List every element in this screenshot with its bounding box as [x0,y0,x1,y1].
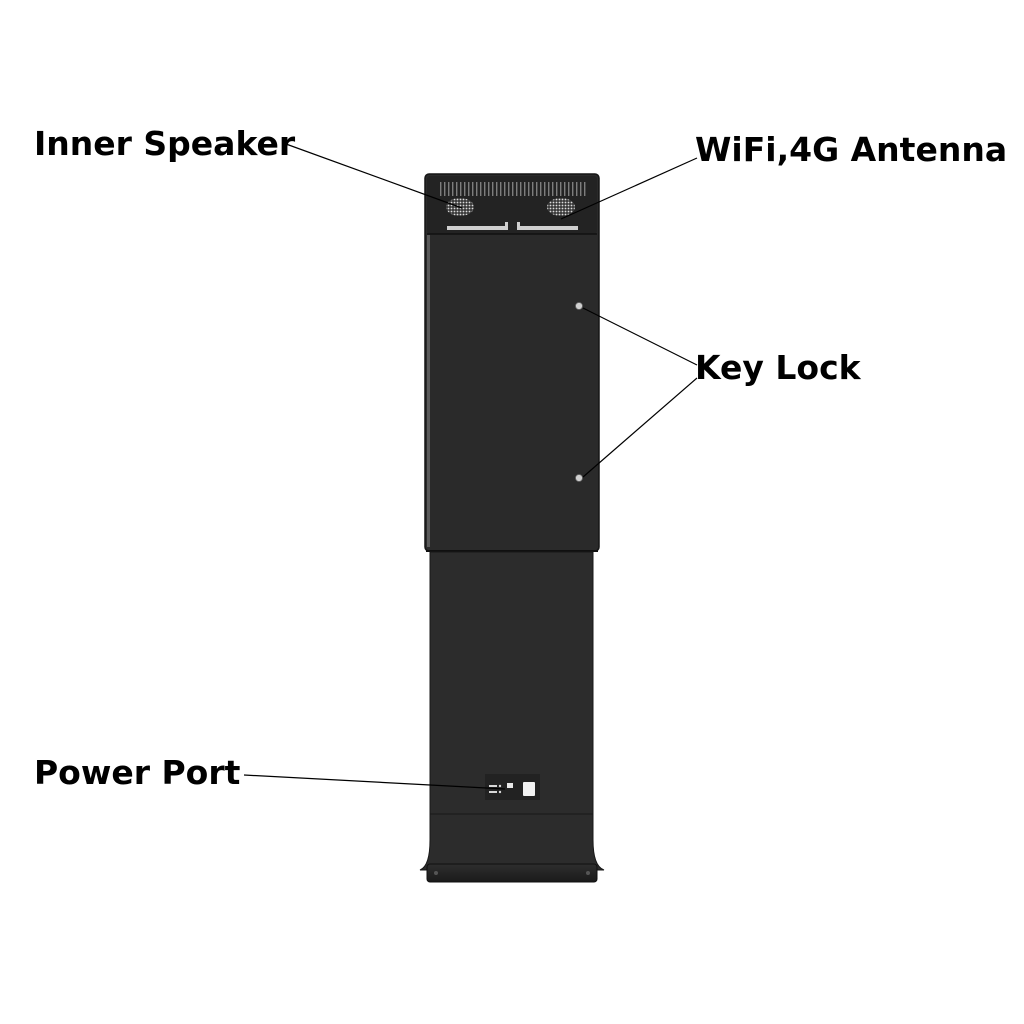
leader-antenna [560,157,698,220]
key-lock-upper [575,302,583,310]
leader-key-lock-upper [582,307,698,366]
label-antenna: WiFi,4G Antenna [695,130,1007,169]
kiosk [419,173,605,883]
speaker-right [547,198,575,216]
power-port-panel [485,774,540,800]
label-power-port: Power Port [34,753,241,792]
bracket-right [517,222,578,230]
leader-key-lock-lower [582,377,698,478]
bracket-left [447,222,508,230]
power-socket [523,782,535,796]
vent-grille [440,182,586,196]
label-inner-speaker: Inner Speaker [34,124,296,163]
leader-power-port [243,774,506,790]
label-key-lock: Key Lock [695,348,862,387]
kiosk-head-edge [427,235,430,547]
key-lock-lower [575,474,583,482]
kiosk-skirt [419,813,605,871]
kiosk-column [429,551,594,815]
leader-inner-speaker [285,143,463,209]
kiosk-base [426,863,598,883]
